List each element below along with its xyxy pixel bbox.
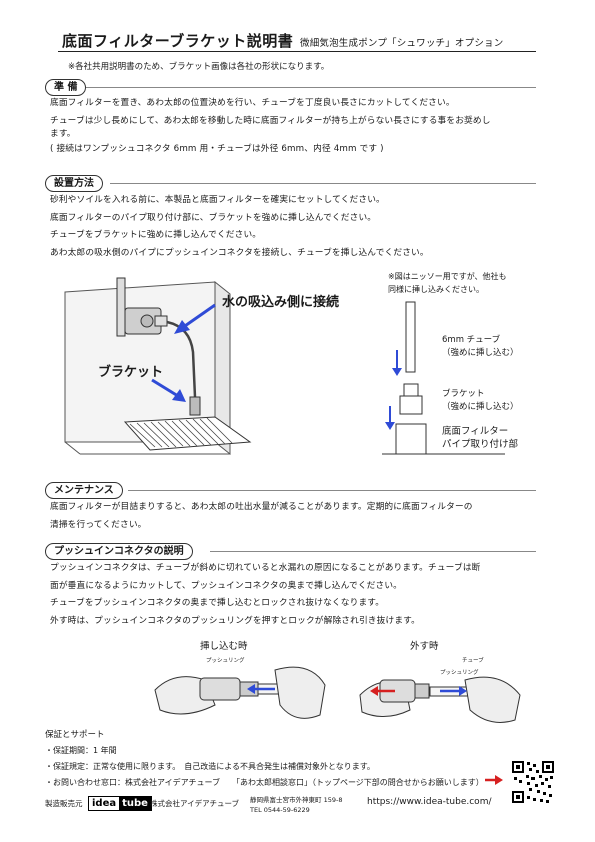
- text-line: 外す時は、プッシュインコネクタのプッシュリングを押すとロックが解除され引き抜けま…: [50, 615, 420, 626]
- maintenance-text: 底面フィルターが目詰まりすると、あわ太郎の吐出水量が減ることがあります。定期的に…: [50, 499, 473, 534]
- company-address: 静岡県富士宮市外神東町 159-8 TEL 0544-59-6229: [250, 795, 342, 815]
- warranty-block: 保証とサポート ・保証期間：1 年間 ・保証規定：正常な使用に限ります。 自己改…: [45, 727, 484, 791]
- logo-left-text: idea: [89, 797, 120, 810]
- arrow-right-icon: [485, 775, 503, 785]
- page-subtitle: 微細気泡生成ポンプ「シュワッチ」オプション: [300, 38, 504, 49]
- warranty-item: ・お問い合わせ窓口：株式会社アイデアチューブ 「あわ太郎相談窓口」（トップページ…: [45, 778, 484, 787]
- warranty-heading: 保証とサポート: [45, 730, 105, 740]
- section-divider: [210, 551, 536, 552]
- qr-code-icon[interactable]: [511, 760, 555, 804]
- text-line: 底面フィルターを置き、あわ太郎の位置決めを行い、チューブを丁度良い長さにカットし…: [50, 98, 455, 108]
- section-heading-install: 設置方法: [45, 175, 103, 192]
- bracket-label-line: ブラケット: [442, 389, 485, 399]
- title-rule: [58, 51, 536, 52]
- maker-label: 製造販売元: [45, 799, 83, 808]
- aquarium-diagram: [64, 277, 252, 456]
- text-line: プッシュインコネクタは、チューブが斜めに切れていると水漏れの原因になることがあり…: [50, 563, 481, 573]
- push-ring-label: プッシュリング: [206, 658, 245, 664]
- section-divider: [80, 87, 536, 88]
- remove-title: 外す時: [410, 641, 439, 652]
- logo-right-text: tube: [119, 797, 151, 810]
- section-heading-connector: プッシュインコネクタの説明: [45, 543, 193, 560]
- install-text: 砂利やソイルを入れる前に、本製品と底面フィルターを確実にセットしてください。 底…: [50, 192, 429, 262]
- address-line: 静岡県富士宮市外神東町 159-8: [250, 796, 343, 804]
- side-note-line: ※図はニッソー用ですが、他社も: [388, 272, 507, 281]
- arrow-intake-icon: [174, 303, 216, 334]
- company-name: 株式会社アイデアチューブ: [150, 799, 240, 808]
- warranty-item: ・保証規定：正常な使用に限ります。 自己改造による不具合発生は補償対象外となりま…: [45, 762, 375, 771]
- text-line: あわ太郎の吸水側のパイプにプッシュインコネクタを接続し、チューブを挿し込んでくだ…: [50, 247, 429, 258]
- tube-label-line: （強めに挿し込む）: [442, 348, 519, 358]
- bracket-label: ブラケット （強めに挿し込む）: [442, 388, 519, 414]
- tube-label: 6mm チューブ （強めに挿し込む）: [442, 334, 519, 360]
- warranty-item: ・保証期間：1 年間: [45, 746, 117, 755]
- text-line: チューブをブラケットに強めに挿し込んでください。: [50, 230, 262, 240]
- text-line: 砂利やソイルを入れる前に、本製品と底面フィルターを確実にセットしてください。: [50, 195, 385, 205]
- section-heading-maintenance: メンテナンス: [45, 482, 123, 499]
- text-line: チューブをプッシュインコネクタの奥まで挿し込むとロックされ抜けなくなります。: [50, 598, 385, 608]
- parts-diagram: [382, 301, 505, 455]
- label-intake: 水の吸込み側に接続: [222, 295, 340, 310]
- idea-tube-logo: idea tube: [88, 796, 152, 811]
- tube-label-small: チューブ: [462, 658, 484, 664]
- text-line: 底面フィルターが目詰まりすると、あわ太郎の吐出水量が減ることがあります。定期的に…: [50, 502, 473, 512]
- filter-label-line: 底面フィルター: [442, 426, 509, 437]
- header-note: ※各社共用説明書のため、ブラケット画像は各社の形状になります。: [68, 62, 330, 72]
- label-bracket: ブラケット: [98, 365, 164, 380]
- section-divider: [110, 183, 536, 184]
- filter-label: 底面フィルター パイプ取り付け部: [442, 425, 518, 451]
- text-line: 底面フィルターのパイプ取り付け部に、ブラケットを強めに挿し込んでください。: [50, 212, 377, 223]
- text-line: チューブは少し長めにして、あわ太郎を移動した時に底面フィルターが持ち上がらない長…: [50, 115, 491, 126]
- company-url[interactable]: https://www.idea-tube.com/: [367, 797, 492, 807]
- remove-illustration: [359, 676, 521, 723]
- page-title: 底面フィルターブラケット説明書: [62, 32, 294, 50]
- text-line: 面が垂直になるようにカットして、プッシュインコネクタの奥まで挿し込んでください。: [50, 580, 403, 591]
- tel-line: TEL 0544-59-6229: [250, 806, 310, 814]
- push-ring-label-2: プッシュリング: [440, 670, 479, 676]
- filter-label-line: パイプ取り付け部: [442, 439, 519, 450]
- section-heading-prep: 準 備: [45, 79, 87, 96]
- prep-text: 底面フィルターを置き、あわ太郎の位置決めを行い、チューブを丁度良い長さにカットし…: [50, 95, 491, 159]
- side-note-line: 同様に挿し込みください。: [388, 285, 484, 294]
- side-note: ※図はニッソー用ですが、他社も 同様に挿し込みください。: [388, 270, 507, 296]
- bracket-label-line: （強めに挿し込む）: [442, 402, 519, 412]
- section-divider: [128, 490, 536, 491]
- tube-label-line: 6mm チューブ: [442, 335, 501, 345]
- text-line: ( 接続はワンプッシュコネクタ 6mm 用・チューブは外径 6mm、内径 4mm…: [50, 144, 384, 154]
- arrow-bracket-icon: [151, 378, 186, 402]
- text-line: ます。: [50, 129, 76, 139]
- insert-title: 挿し込む時: [200, 641, 248, 652]
- connector-text: プッシュインコネクタは、チューブが斜めに切れていると水漏れの原因になることがあり…: [50, 560, 481, 630]
- insert-illustration: [154, 666, 326, 719]
- text-line: 清掃を行ってください。: [50, 519, 147, 530]
